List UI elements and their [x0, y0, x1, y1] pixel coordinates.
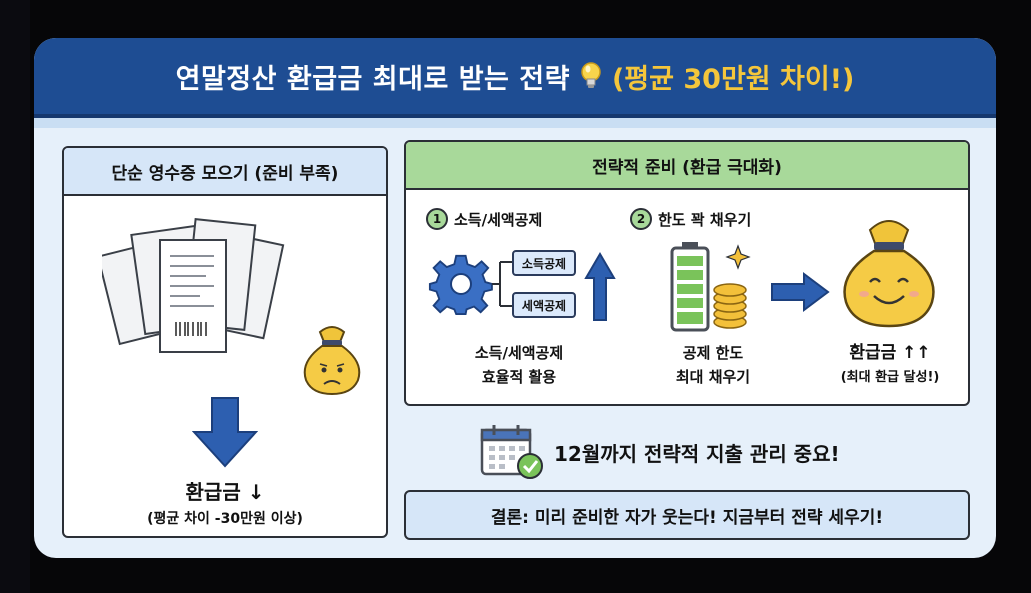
left-result: 환급금 ↓ [185, 480, 265, 504]
receipts-pile-icon [102, 218, 285, 353]
step1-caption-line1: 소득/세액공제 [474, 344, 564, 362]
title-text: 연말정산 환급금 최대로 받는 전략 [175, 63, 570, 95]
conclusion-box: 결론: 미리 준비한 자가 웃는다! 지금부터 전략 세우기! [404, 490, 970, 540]
step2-number: 2 [630, 208, 652, 230]
left-panel: 단순 영수증 모으기 (준비 부족) [62, 146, 388, 538]
right-panel-title: 전략적 준비 (환급 극대화) [406, 142, 968, 190]
battery-coins-icon [670, 242, 751, 332]
right-arrow-icon [771, 272, 830, 312]
step1-heading: 1 소득/세액공제 [426, 208, 596, 230]
up-arrow-icon [584, 252, 616, 321]
down-arrow-icon [192, 397, 258, 468]
branch-lines [492, 261, 514, 307]
step1-title: 소득/세액공제 [454, 210, 543, 229]
tag-income-deduction: 소득공제 [512, 250, 576, 276]
title-highlight: (평균 30만원 차이!) [611, 63, 855, 95]
calendar-check-icon [480, 425, 543, 479]
header-band [34, 118, 996, 128]
sad-money-bag-icon [303, 326, 361, 396]
right-result: 환급금 ↑↑ [849, 343, 931, 363]
left-panel-title: 단순 영수증 모으기 (준비 부족) [64, 148, 386, 196]
tag-tax-credit: 세액공제 [512, 292, 576, 318]
gear-icon [428, 254, 493, 315]
tip-text: 12월까지 전략적 지출 관리 중요! [554, 442, 840, 466]
infographic-card: 연말정산 환급금 최대로 받는 전략 (평균 30만원 차이!) 단순 영수증 … [34, 38, 996, 558]
conclusion-text: 결론: 미리 준비한 자가 웃는다! 지금부터 전략 세우기! [490, 507, 884, 528]
step2-caption-line2: 최대 채우기 [675, 368, 751, 386]
step2-heading: 2 한도 꽉 채우기 [630, 208, 800, 230]
left-result-sub: (평균 차이 -30만원 이상) [147, 511, 303, 527]
lightbulb-icon [581, 62, 601, 88]
step2-title: 한도 꽉 채우기 [658, 210, 752, 229]
page-title: 연말정산 환급금 최대로 받는 전략 (평균 30만원 차이!) [34, 38, 996, 114]
happy-money-bag-icon [843, 220, 935, 328]
right-result-sub: (최대 환급 달성!) [840, 370, 940, 385]
step1-number: 1 [426, 208, 448, 230]
step1-caption-line2: 효율적 활용 [481, 368, 557, 386]
background-stripe [0, 0, 30, 593]
step2-caption-line1: 공제 한도 [682, 344, 744, 362]
right-panel: 전략적 준비 (환급 극대화) 1 소득/세액공제 소득공제 세액공제 소득/세… [404, 140, 970, 406]
header-bar: 연말정산 환급금 최대로 받는 전략 (평균 30만원 차이!) [34, 38, 996, 118]
